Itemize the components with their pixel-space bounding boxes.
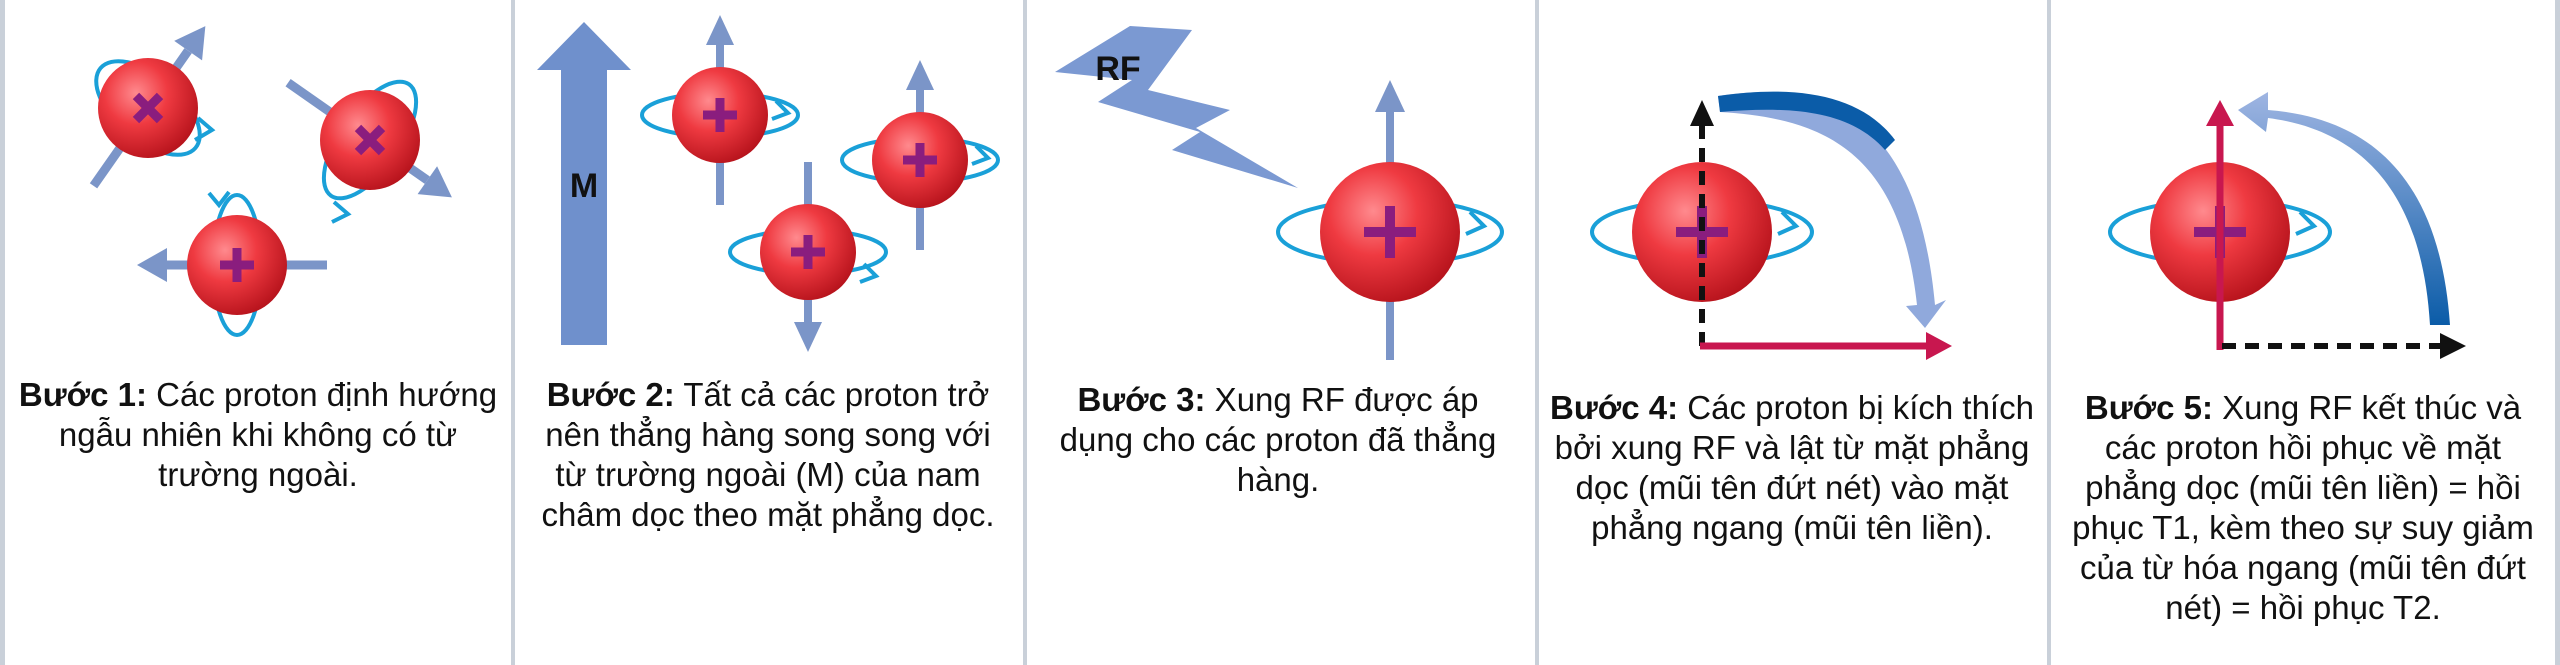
- proton-icon: [137, 190, 327, 337]
- panel-divider-3: [1535, 0, 1539, 665]
- rf-label: RF: [1095, 50, 1140, 88]
- step-1-caption: Bước 1: Các proton định hướng ngẫu nhiên…: [8, 375, 508, 495]
- panel-1-random-protons: [89, 26, 452, 337]
- step-heading: Bước 4:: [1550, 389, 1679, 426]
- proton-icon: [640, 15, 800, 205]
- step-heading: Bước 5:: [2084, 389, 2213, 426]
- proton-icon: [285, 78, 452, 224]
- step-5-caption: Bước 5: Xung RF kết thúc và các proton h…: [2058, 388, 2548, 628]
- curved-flip-arrow: [1718, 91, 1946, 328]
- magnetic-field-arrow: M: [537, 22, 631, 345]
- panel-2-aligned-protons: M: [537, 15, 1000, 352]
- step-description: Xung RF kết thúc và các proton hồi phục …: [2072, 389, 2534, 626]
- step-heading: Bước 1:: [18, 376, 147, 413]
- solid-longitudinal-arrow: [2206, 100, 2234, 350]
- solid-transverse-arrow: [1700, 332, 1952, 360]
- step-description: Các proton định hướng ngẫu nhiên khi khô…: [58, 376, 498, 493]
- step-description: Tất cả các proton trở nên thẳng hàng son…: [541, 376, 995, 533]
- panel-divider-4: [2047, 0, 2051, 665]
- step-4-caption: Bước 4: Các proton bị kích thích bởi xun…: [1544, 388, 2040, 548]
- step-heading: Bước 2:: [546, 376, 675, 413]
- dashed-transverse-arrow: [2222, 333, 2466, 359]
- step-description: Xung RF được áp dụng cho các proton đã t…: [1059, 381, 1497, 498]
- step-2-caption: Bước 2: Tất cả các proton trở nên thẳng …: [528, 375, 1008, 535]
- proton-icon: [89, 26, 216, 189]
- proton-icon: [1276, 80, 1504, 360]
- panel-border-right: [2555, 0, 2560, 665]
- rf-lightning-bolt-icon: RF: [1055, 26, 1298, 188]
- proton-icon: [840, 60, 1000, 250]
- dashed-longitudinal-arrow: [1690, 100, 1714, 346]
- panel-divider-1: [511, 0, 515, 665]
- proton-icon: [1590, 162, 1814, 302]
- curved-recovery-arrow: [2238, 92, 2450, 325]
- panel-divider-2: [1023, 0, 1027, 665]
- panel-4-excitation: [1590, 91, 1952, 360]
- proton-icon: [728, 162, 888, 352]
- step-description: Các proton bị kích thích bởi xung RF và …: [1554, 389, 2034, 546]
- magnet-m-label: M: [570, 167, 598, 205]
- panel-5-relaxation: [2108, 92, 2466, 359]
- panel-3-rf-pulse: RF: [1055, 26, 1504, 360]
- step-heading: Bước 3:: [1077, 381, 1206, 418]
- step-3-caption: Bước 3: Xung RF được áp dụng cho các pro…: [1058, 380, 1498, 500]
- panel-border-left: [0, 0, 5, 665]
